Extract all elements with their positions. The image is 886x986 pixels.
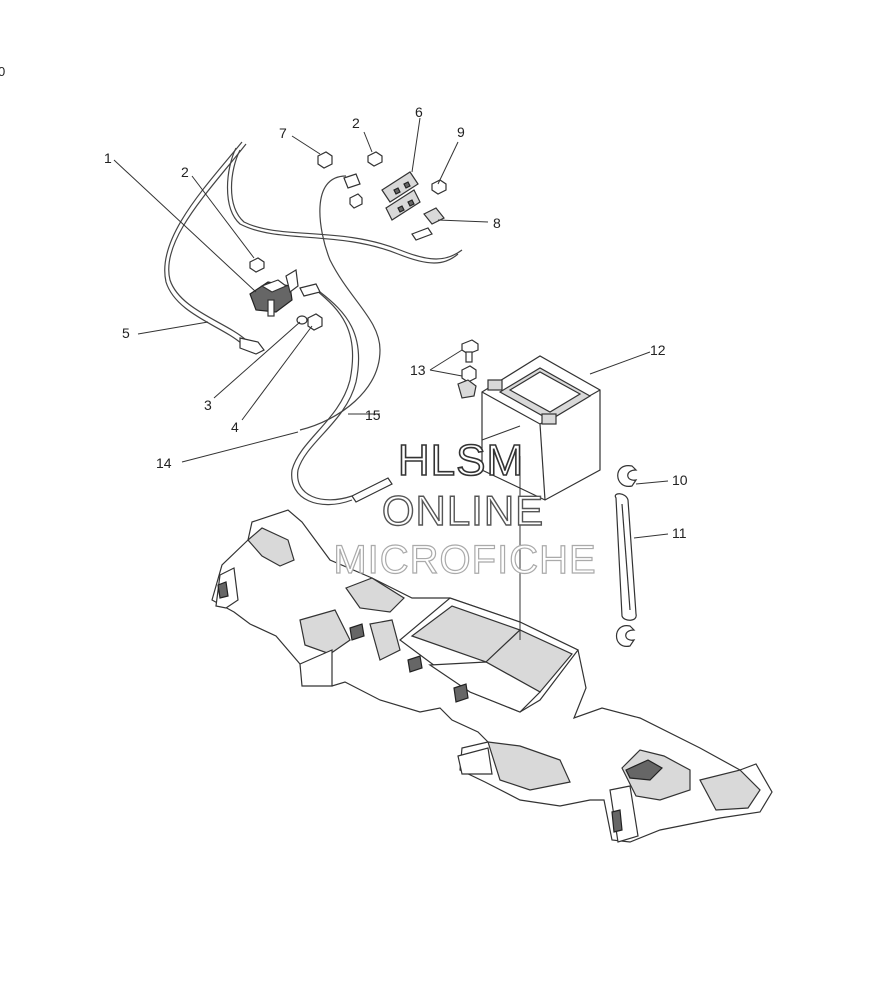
callout-9: 9	[457, 124, 465, 140]
strap-hook-lower	[616, 625, 636, 647]
cable-terminal-left	[299, 283, 321, 297]
callout-4: 4	[231, 419, 239, 435]
callout-5: 5	[122, 325, 130, 341]
battery-cable-negative	[226, 147, 463, 431]
battery	[481, 355, 601, 501]
callout-6: 6	[415, 104, 423, 120]
callout-2b: 2	[352, 115, 360, 131]
screw-2a	[249, 257, 265, 273]
callout-2a: 2	[181, 164, 189, 180]
callout-12: 12	[650, 342, 666, 358]
callout-7: 7	[279, 125, 287, 141]
fuse-link-8	[423, 207, 445, 225]
ground-cable	[164, 141, 265, 355]
cable-terminal-top	[343, 173, 361, 189]
callout-1: 1	[104, 150, 112, 166]
nut-4	[307, 313, 323, 331]
callout-13: 13	[410, 362, 426, 378]
callout-labels: 1 2 2 3 4 5 6 7 8 9 10 11 12 13 14 15	[104, 104, 688, 541]
callout-14: 14	[156, 455, 172, 471]
battery-tray-floor-pan	[211, 509, 773, 843]
callout-15: 15	[365, 407, 381, 423]
hold-down-bolt	[461, 339, 479, 363]
screw-small	[349, 193, 363, 209]
hold-down-bracket	[457, 379, 477, 399]
callout-10: 10	[672, 472, 688, 488]
strap-hook-upper	[617, 465, 638, 487]
corner-mark: 0	[0, 64, 6, 79]
hold-down-nut	[461, 365, 477, 383]
starter-solenoid	[249, 269, 299, 317]
screw-2b	[367, 151, 383, 167]
battery-cable-positive	[291, 289, 393, 506]
callout-8: 8	[493, 215, 501, 231]
nut-7	[317, 151, 333, 169]
callout-11: 11	[672, 525, 687, 541]
battery-strap	[614, 493, 637, 621]
callout-3: 3	[204, 397, 212, 413]
leader-lines	[113, 117, 669, 640]
fuse-block	[381, 171, 421, 221]
